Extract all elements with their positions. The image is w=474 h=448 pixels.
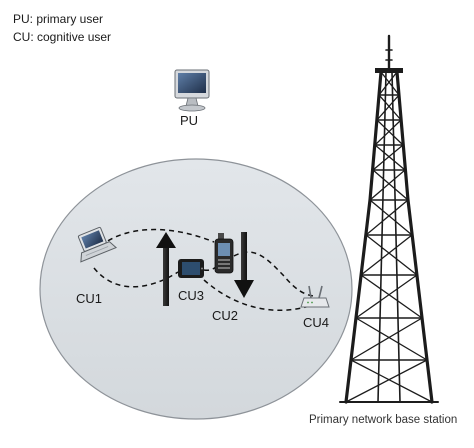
- laptop-icon: [77, 226, 118, 263]
- cu1-label: CU1: [76, 291, 103, 306]
- wireless-router-icon: [300, 285, 330, 308]
- transmission-tower-icon: [339, 34, 439, 404]
- pu-label: PU: [180, 113, 199, 128]
- link-cu1-cu3: [93, 267, 179, 288]
- legend-primary-user: PU: primary user: [13, 12, 104, 26]
- up-arrow-icon: [156, 232, 176, 306]
- cu2-label: CU2: [212, 308, 239, 323]
- monitor-icon: [174, 69, 210, 112]
- cognitive-network-area: [39, 158, 353, 420]
- cu4-label: CU4: [303, 315, 330, 330]
- tablet-icon: [178, 259, 204, 278]
- link-cu3-cu4: [203, 279, 317, 311]
- base-station-label: Primary network base station: [309, 414, 458, 426]
- legend-cognitive-user: CU: cognitive user: [13, 30, 112, 44]
- mobile-phone-icon: [214, 233, 234, 274]
- down-arrow-icon: [234, 232, 254, 298]
- cu3-label: CU3: [178, 288, 205, 303]
